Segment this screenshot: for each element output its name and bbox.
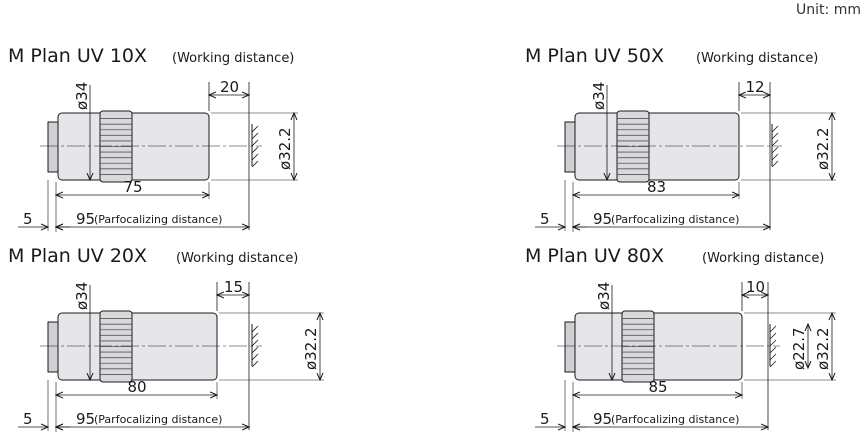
hatch-line xyxy=(771,125,779,133)
wd-value: 15 xyxy=(224,278,243,296)
hatch-line xyxy=(771,132,779,140)
mount-value: 5 xyxy=(23,210,33,228)
hatch-line xyxy=(251,139,259,147)
objective-title: M Plan UV 50X xyxy=(525,45,664,67)
mount-value: 5 xyxy=(540,210,550,228)
length-value: 80 xyxy=(128,378,147,396)
working-distance-label: (Working distance) xyxy=(702,251,824,266)
mount-thread xyxy=(47,321,59,373)
hatch-line xyxy=(251,346,259,354)
tube-diameter-value: ø32.2 xyxy=(276,127,294,170)
parfocal-value: 95 xyxy=(76,210,95,228)
outer-diameter-value: ø34 xyxy=(73,82,91,110)
hatch-line xyxy=(251,153,259,161)
tube-diameter-value: ø32.2 xyxy=(814,127,832,170)
objective-panel-3: M Plan UV 20X (Working distance) ø34 15 ø32.… xyxy=(8,245,324,432)
mount-thread xyxy=(47,121,59,173)
parfocal-value: 95 xyxy=(593,210,612,228)
objective-panel-4: M Plan UV 80X (Working distance) ø34 10 ø32.… xyxy=(525,245,836,432)
hatch-line xyxy=(769,360,777,368)
hatch-line xyxy=(251,325,259,333)
hatch-line xyxy=(769,332,777,340)
hatch-line xyxy=(251,132,259,140)
parfocal-label: (Parfocalizing distance) xyxy=(611,213,739,226)
objective-body xyxy=(574,112,740,181)
objective-title: M Plan UV 80X xyxy=(525,245,664,267)
hatch-line xyxy=(251,353,259,361)
objective-body xyxy=(57,112,210,181)
mount-thread xyxy=(564,321,576,373)
hatch-line xyxy=(771,153,779,161)
length-value: 75 xyxy=(124,178,143,196)
unit-label: Unit: mm xyxy=(796,2,861,18)
outer-diameter-value: ø34 xyxy=(73,282,91,310)
parfocal-value: 95 xyxy=(593,410,612,428)
hatch-line xyxy=(771,146,779,154)
hatch-line xyxy=(771,139,779,147)
objective-panel-2: M Plan UV 50X (Working distance) ø34 12 ø32.… xyxy=(525,45,836,232)
outer-diameter-value: ø34 xyxy=(595,282,613,310)
wd-value: 12 xyxy=(746,78,765,96)
parfocal-label: (Parfocalizing distance) xyxy=(94,213,222,226)
objective-panel-1: M Plan UV 10X (Working distance) ø34 20 ø32.… xyxy=(8,45,298,232)
hatch-line xyxy=(251,339,259,347)
tube-diameter-value: ø32.2 xyxy=(302,327,320,370)
parfocal-label: (Parfocalizing distance) xyxy=(611,413,739,426)
hatch-line xyxy=(769,325,777,333)
mount-thread xyxy=(564,121,576,173)
objective-title: M Plan UV 20X xyxy=(8,245,147,267)
working-distance-label: (Working distance) xyxy=(696,51,818,66)
hatch-line xyxy=(251,125,259,133)
hatch-line xyxy=(251,360,259,368)
mount-value: 5 xyxy=(23,410,33,428)
parfocal-value: 95 xyxy=(76,410,95,428)
length-value: 85 xyxy=(649,378,668,396)
hatch-line xyxy=(771,160,779,168)
outer-diameter-value: ø34 xyxy=(590,82,608,110)
length-value: 83 xyxy=(647,178,666,196)
tube-diameter-value: ø32.2 xyxy=(814,327,832,370)
tip-diameter-value: ø22.7 xyxy=(790,327,808,370)
working-distance-label: (Working distance) xyxy=(176,251,298,266)
working-distance-label: (Working distance) xyxy=(172,51,294,66)
hatch-line xyxy=(769,346,777,354)
objective-title: M Plan UV 10X xyxy=(8,45,147,67)
objective-body xyxy=(574,312,743,381)
parfocal-label: (Parfocalizing distance) xyxy=(94,413,222,426)
hatch-line xyxy=(769,353,777,361)
wd-value: 10 xyxy=(746,278,765,296)
hatch-line xyxy=(251,146,259,154)
hatch-line xyxy=(251,332,259,340)
wd-value: 20 xyxy=(220,78,239,96)
hatch-line xyxy=(769,339,777,347)
objective-body xyxy=(57,312,218,381)
hatch-line xyxy=(251,160,259,168)
mount-value: 5 xyxy=(540,410,550,428)
